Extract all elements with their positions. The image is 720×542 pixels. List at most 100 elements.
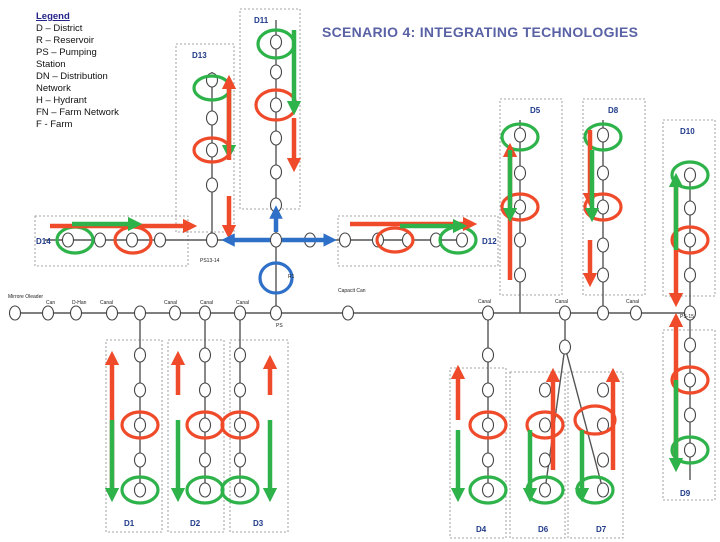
hydrant-node	[233, 382, 247, 398]
hydrant-node	[683, 167, 697, 183]
district-label-d10: D10	[680, 127, 695, 136]
hydrant-node	[269, 305, 283, 321]
hydrant-node	[198, 452, 212, 468]
district-box-d11	[239, 8, 301, 210]
highlight-ellipse	[583, 122, 623, 152]
hydrant-node	[481, 452, 495, 468]
hydrant-node	[133, 347, 147, 363]
highlight-ellipse	[525, 410, 565, 440]
hydrant-node	[513, 232, 527, 248]
hydrant-node	[683, 337, 697, 353]
highlight-ellipse	[220, 410, 260, 440]
hydrant-node	[558, 339, 572, 355]
district-box-d13	[175, 43, 235, 233]
hydrant-node	[269, 164, 283, 180]
hydrant-node	[683, 305, 697, 321]
legend-line: Network	[36, 83, 71, 94]
reservoir-label: R1	[288, 274, 295, 280]
district-label-d14: D14	[36, 237, 51, 246]
highlight-ellipse	[120, 410, 160, 440]
highlight-ellipse	[573, 404, 617, 436]
canal-label: Canal	[164, 300, 177, 306]
hydrant-node	[133, 417, 147, 433]
legend-line: PS – Pumping	[36, 47, 97, 58]
hydrant-node	[133, 452, 147, 468]
district-box-d10	[662, 119, 716, 297]
hydrant-node	[683, 232, 697, 248]
hydrant-node	[596, 165, 610, 181]
legend-line: Station	[36, 59, 66, 70]
hydrant-node	[596, 199, 610, 215]
hydrant-node	[205, 142, 219, 158]
hydrant-node	[198, 482, 212, 498]
hydrant-node	[233, 482, 247, 498]
hydrant-node	[538, 382, 552, 398]
legend-line: DN – Distribution	[36, 71, 108, 82]
hydrant-node	[61, 232, 75, 248]
hydrant-node	[233, 347, 247, 363]
hydrant-node	[233, 417, 247, 433]
hydrant-node	[269, 130, 283, 146]
legend-heading: Legend	[36, 11, 70, 22]
highlight-ellipse	[468, 410, 508, 440]
hydrant-node	[125, 232, 139, 248]
highlight-ellipse	[500, 122, 540, 152]
district-label-d3: D3	[253, 519, 264, 528]
legend-line: FN – Farm Network	[36, 107, 119, 118]
hydrant-node	[596, 382, 610, 398]
highlight-ellipse	[670, 365, 710, 395]
district-label-d12: D12	[482, 237, 497, 246]
hydrant-node	[198, 417, 212, 433]
hydrant-node	[596, 267, 610, 283]
highlight-ellipse	[670, 225, 710, 255]
canal-label: Can	[46, 300, 55, 306]
hydrant-node	[205, 110, 219, 126]
hydrant-node	[198, 305, 212, 321]
hydrant-node	[683, 372, 697, 388]
highlight-ellipse	[375, 226, 415, 254]
legend-line: H – Hydrant	[36, 95, 87, 106]
hydrant-node	[69, 305, 83, 321]
district-label-d5: D5	[530, 106, 541, 115]
district-box-d9	[662, 329, 716, 501]
hydrant-node	[481, 305, 495, 321]
hydrant-node	[596, 452, 610, 468]
hydrant-node	[269, 64, 283, 80]
hydrant-node	[596, 127, 610, 143]
district-label-d13: D13	[192, 51, 207, 60]
hydrant-node	[269, 232, 283, 248]
legend: Legend D – District R – Reservoir PS – P…	[36, 11, 119, 131]
hydrant-node	[629, 305, 643, 321]
hydrant-node	[481, 382, 495, 398]
hydrant-node	[153, 232, 167, 248]
district-box-d7	[567, 371, 624, 539]
technology-highlights	[50, 28, 710, 505]
hydrant-node	[513, 199, 527, 215]
district-box-d2	[167, 339, 225, 533]
hydrant-node	[683, 267, 697, 283]
hydrant-node	[683, 407, 697, 423]
legend-line: R – Reservoir	[36, 35, 95, 46]
district-box-d14	[34, 215, 189, 267]
hydrant-node	[133, 305, 147, 321]
hydrant-node	[105, 305, 119, 321]
node-labels: Mirrore Oleader Can D-Han Canal Canal Ca…	[8, 258, 694, 329]
canal-label: Canal	[478, 299, 491, 305]
district-label-d9: D9	[680, 489, 691, 498]
district-label-d2: D2	[190, 519, 201, 528]
hydrant-node	[481, 417, 495, 433]
hydrant-node	[683, 200, 697, 216]
hydrant-node	[93, 232, 107, 248]
hydrant-node	[205, 232, 219, 248]
hydrant-node	[513, 127, 527, 143]
hydrant-node	[41, 305, 55, 321]
district-box-d4	[449, 367, 507, 539]
hydrant-node	[538, 482, 552, 498]
canal-label: Canal	[626, 299, 639, 305]
district-label-d8: D8	[608, 106, 619, 115]
canal-label: Canal	[200, 300, 213, 306]
hydrant-node	[133, 382, 147, 398]
hydrant-node	[233, 305, 247, 321]
